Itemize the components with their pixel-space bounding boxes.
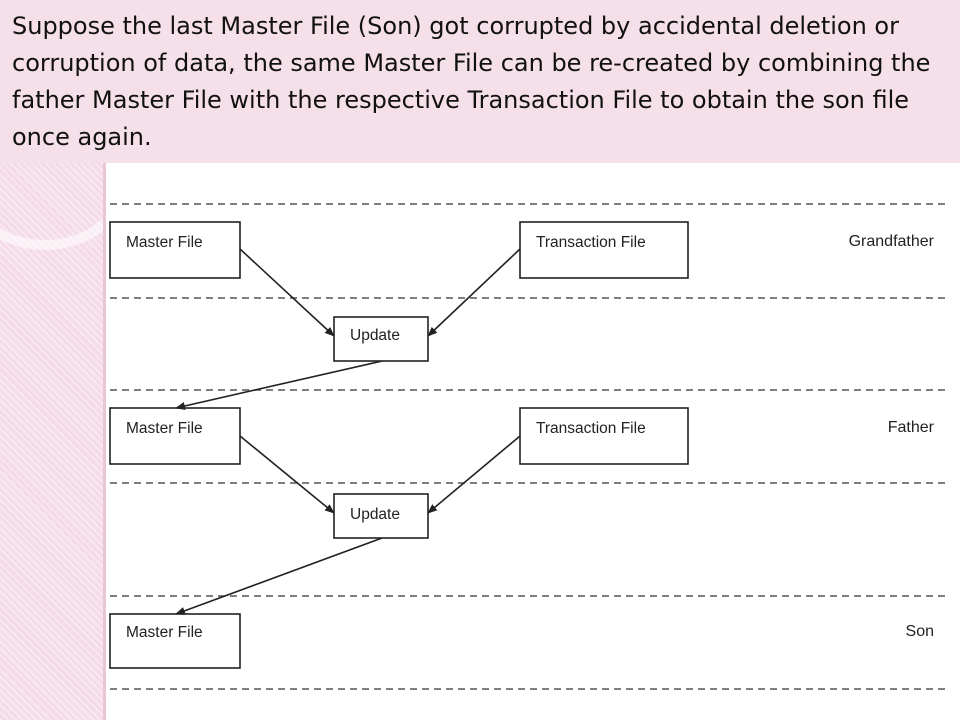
father-level-label: Father (888, 419, 935, 436)
panel-edge (103, 0, 106, 720)
caption-band: Suppose the last Master File (Son) got c… (0, 0, 960, 163)
decorative-swirl (0, 110, 106, 250)
update-box-1 (333, 316, 429, 362)
grandfather-master-file-label: Master File (126, 234, 203, 251)
father-master-file-box (109, 407, 241, 465)
son-master-file-box (109, 613, 241, 669)
son-level-label: Son (906, 623, 934, 640)
arrow-update-2-to-son-master (175, 537, 383, 615)
grandfather-master-file-box (109, 221, 241, 279)
arrow-father-transaction-to-update-2 (427, 435, 521, 514)
update-1-label: Update (350, 327, 400, 344)
arrow-master-to-update-1 (239, 248, 335, 337)
arrow-father-master-to-update-2 (239, 435, 335, 514)
father-master-file-label: Master File (126, 420, 203, 437)
caption-text: Suppose the last Master File (Son) got c… (12, 12, 931, 151)
son-master-file-label: Master File (126, 624, 203, 641)
update-box-2 (333, 493, 429, 539)
grandfather-level-label: Grandfather (849, 233, 935, 250)
update-2-label: Update (350, 506, 400, 523)
father-transaction-file-label: Transaction File (536, 420, 646, 437)
grandfather-transaction-file-label: Transaction File (536, 234, 646, 251)
grandfather-transaction-file-box (519, 221, 689, 279)
arrow-update-1-to-father-master (175, 360, 383, 410)
father-transaction-file-box (519, 407, 689, 465)
arrow-transaction-to-update-1 (427, 248, 521, 337)
